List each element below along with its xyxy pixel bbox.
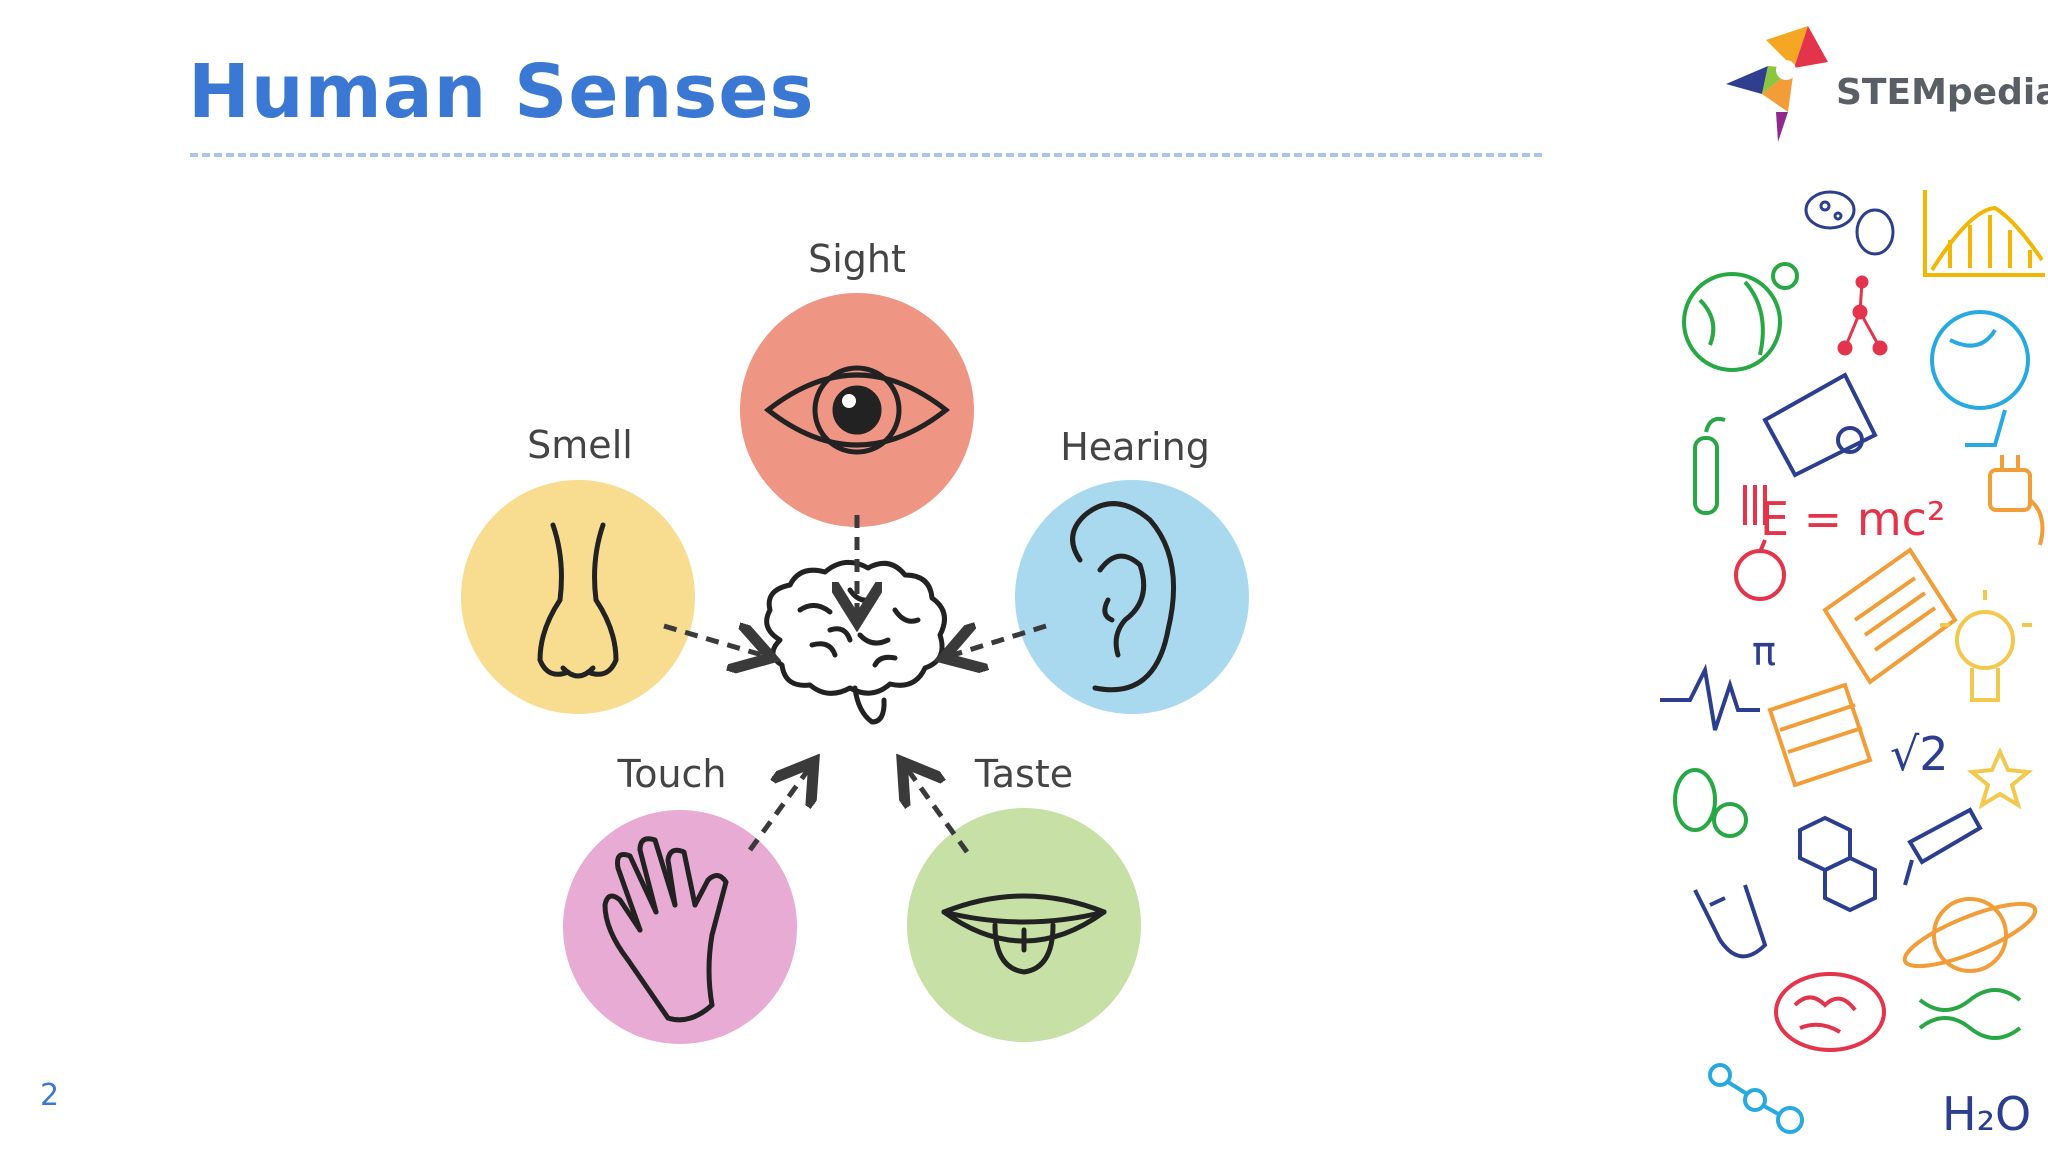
arrow-taste	[908, 770, 970, 854]
page-number: 2	[40, 1078, 60, 1113]
science-doodles: E = mc² π √2	[1660, 190, 2045, 1141]
taste-circle	[907, 808, 1141, 1042]
sense-label-taste: Taste	[974, 752, 1073, 796]
hand-icon	[602, 836, 729, 1023]
brain-doodle-icon	[1774, 972, 1886, 1052]
chart-icon	[1923, 190, 2045, 277]
planet-icon	[1902, 897, 2038, 973]
touch-circle	[563, 810, 797, 1044]
mouth-icon	[941, 893, 1107, 975]
hearing-circle	[1015, 480, 1249, 714]
arrow-touch	[747, 770, 808, 852]
pills-icon	[1673, 768, 1748, 838]
arrow-hearing	[953, 626, 1047, 655]
arrows	[663, 515, 1047, 854]
plug-icon	[1988, 455, 2045, 546]
abacus-icon	[1767, 682, 1873, 788]
root-text: √2	[1890, 727, 1949, 781]
magnet-icon	[1693, 884, 1768, 959]
dna-icon	[1918, 988, 2022, 1040]
bacteria-icon	[1804, 190, 1895, 256]
sense-label-touch: Touch	[616, 752, 726, 796]
formula-text: E = mc²	[1760, 492, 1945, 546]
globe-stand-icon	[1930, 310, 2030, 447]
sense-label-smell: Smell	[527, 423, 633, 467]
apple-icon	[1734, 485, 1786, 601]
sense-label-sight: Sight	[808, 237, 906, 281]
smell-circle	[461, 480, 695, 714]
logo-text: STEMpedia	[1836, 72, 2048, 113]
arrow-smell	[663, 626, 762, 655]
rocket-icon	[1762, 372, 1878, 478]
nose-icon	[537, 522, 619, 679]
star-icon	[1966, 747, 2034, 810]
logo-mark-icon	[1726, 26, 1828, 142]
title-divider	[190, 153, 1542, 157]
hexagon-molecule-icon	[1798, 815, 1877, 913]
ear-icon	[1070, 501, 1176, 693]
test-tube-icon	[1693, 416, 1726, 515]
slide-title: Human Senses	[188, 49, 815, 135]
thermometer-icon	[1903, 807, 1983, 886]
stempedia-logo: STEMpedia	[1716, 22, 2048, 146]
atoms-icon	[1708, 1063, 1804, 1134]
molecule-icon	[1837, 275, 1888, 356]
pulse-icon	[1660, 663, 1760, 731]
eye-icon	[763, 365, 951, 455]
pi-text: π	[1752, 629, 1776, 675]
book-icon	[1822, 547, 1958, 685]
sense-label-hearing: Hearing	[1060, 425, 1210, 469]
bulb-icon	[1940, 590, 2032, 702]
water-text: H₂O	[1942, 1087, 2031, 1141]
globe-icon	[1682, 262, 1799, 372]
